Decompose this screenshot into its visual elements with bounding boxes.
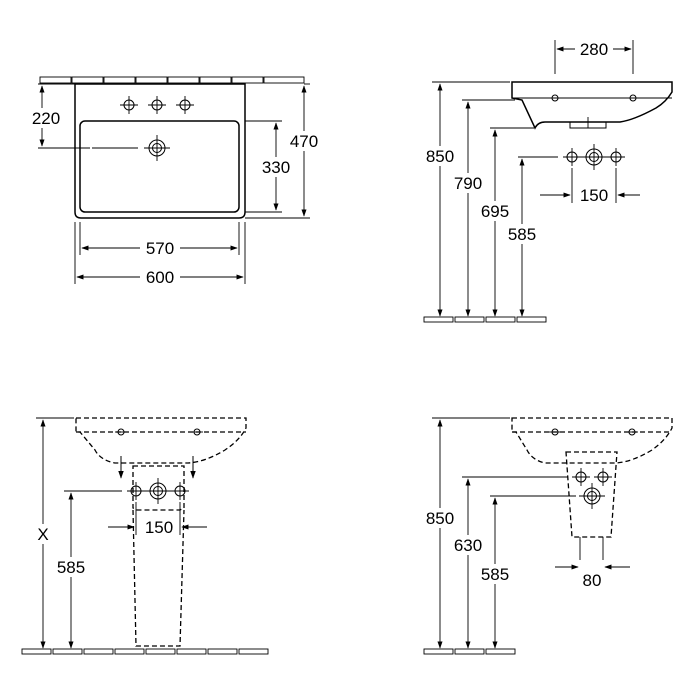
dim-790-label: 790 [454,174,482,193]
bowl-outline [79,120,240,213]
dim-80-label: 80 [583,571,602,590]
dim-570-label: 570 [146,239,174,258]
basin-dashed-profile [511,417,673,464]
dim-850-label: 850 [426,147,454,166]
dim-220-label: 220 [32,109,60,128]
dim-585-label: 585 [508,225,536,244]
overflow-holes [115,428,203,436]
pedestal-view-floor [21,648,269,655]
dim-630-label: 630 [454,536,482,555]
dim-280-label: 280 [580,40,608,59]
side-view-floor [423,316,547,323]
dim-695-label: 695 [481,202,509,221]
dim-850-label: 850 [426,509,454,528]
dim-470-label: 470 [290,132,318,151]
dim-330-label: 330 [262,158,290,177]
top-view-wall-tiles [39,76,305,84]
drain-icon [143,134,171,162]
dim-150-label: 150 [580,186,608,205]
tap-holes [119,95,195,115]
dim-150-label: 150 [145,518,173,537]
semi-pedestal-cover [565,451,618,538]
supply-holes [571,467,613,510]
side-view: 280 150 850 790 695 585 [421,40,673,323]
dim-585-label: 585 [481,565,509,584]
pedestal-view: 150 X 585 [21,417,269,655]
basin-dashed-profile [75,417,247,464]
dim-585-label: 585 [57,558,85,577]
top-view: 220 330 470 570 600 [26,76,323,287]
pedestal-column [132,509,185,647]
semi-pedestal-view: 80 850 630 585 [421,417,673,655]
dim-600-label: 600 [146,268,174,287]
basin-side-profile [511,81,673,130]
basin-outline [74,83,246,219]
dim-x-label: X [37,525,48,544]
semi-pedestal-view-floor [423,648,516,655]
supply-holes [126,477,190,505]
overflow-holes [549,94,639,102]
overflow-holes [549,428,638,436]
supply-holes [562,143,626,171]
